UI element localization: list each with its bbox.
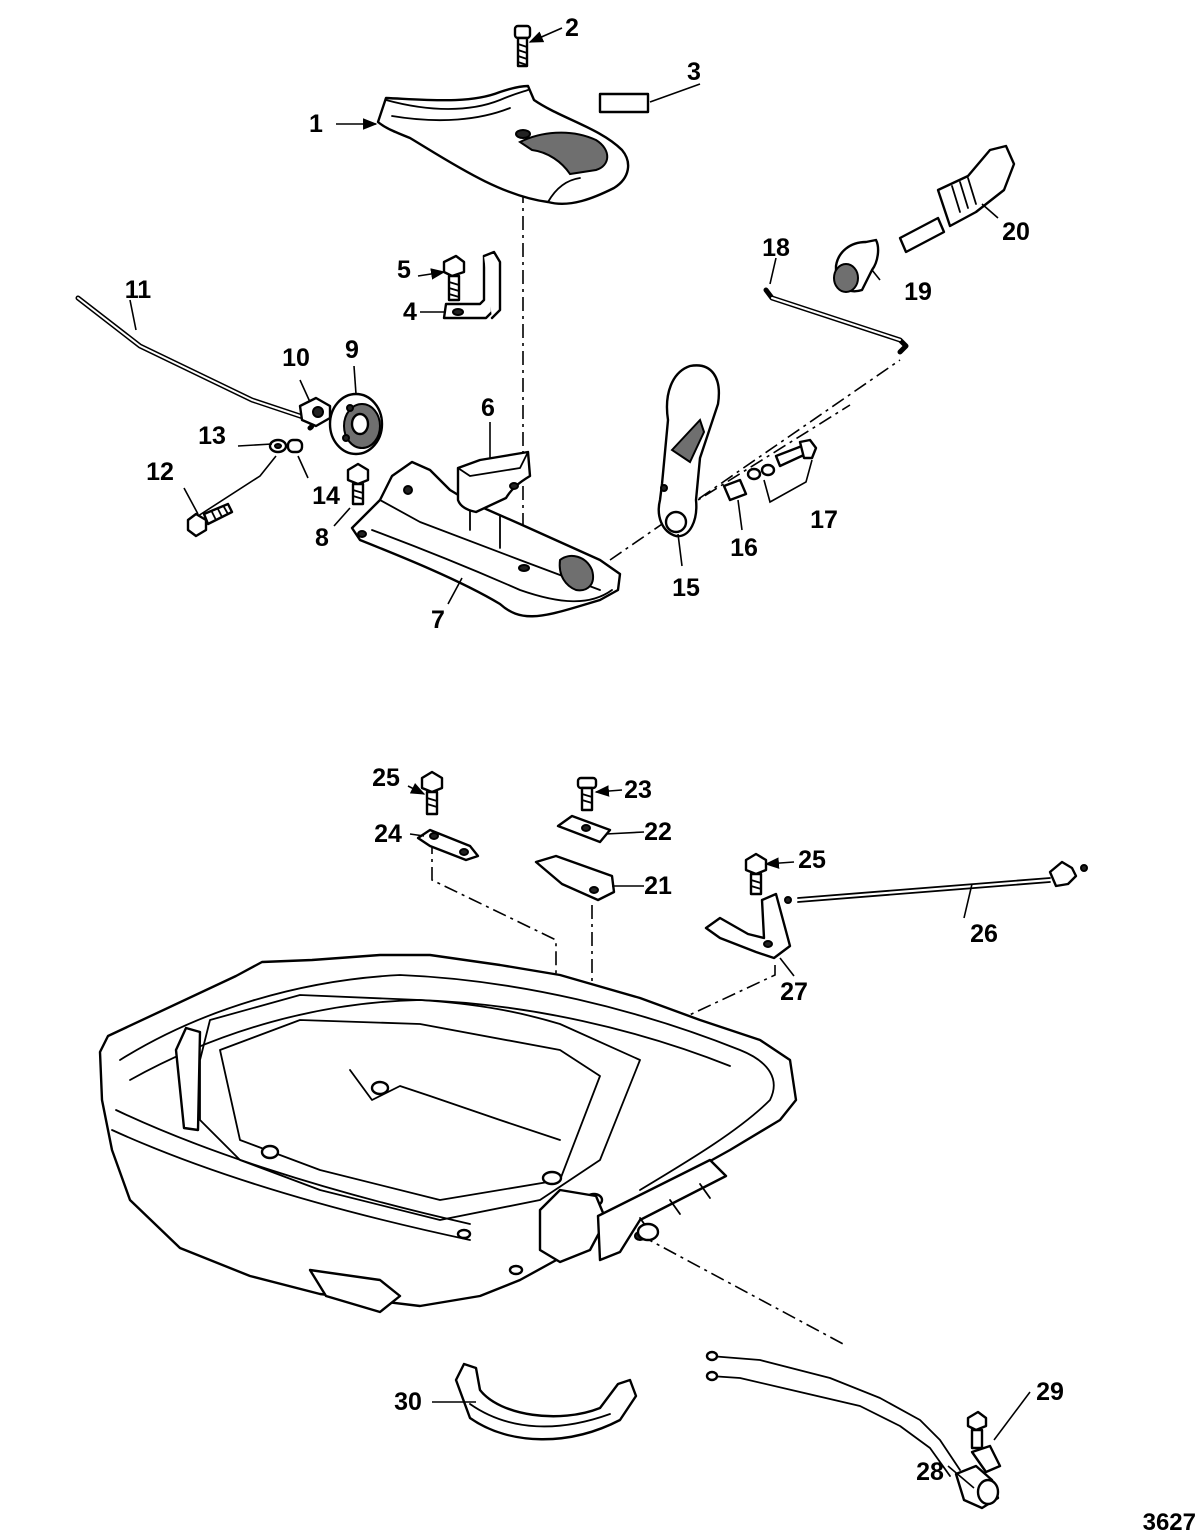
- callout-1: 1: [309, 110, 323, 138]
- part-3-decal: [598, 92, 650, 114]
- figure-number: 3627: [1143, 1509, 1196, 1536]
- callout-25-upper: 25: [372, 764, 400, 792]
- callout-27: 27: [780, 978, 808, 1006]
- callout-2: 2: [565, 14, 579, 42]
- part-23-screw: [576, 776, 598, 812]
- part-15-lever: [657, 364, 721, 538]
- callout-8: 8: [315, 524, 329, 552]
- part-16-bushing: [722, 478, 748, 502]
- callout-25-lower: 25: [798, 846, 826, 874]
- callout-5: 5: [397, 256, 411, 284]
- leader-lines: [129, 27, 1031, 1489]
- callout-3: 3: [687, 58, 701, 86]
- callout-18: 18: [762, 234, 790, 262]
- part-12-screw: [186, 502, 234, 538]
- callout-28: 28: [916, 1458, 944, 1486]
- part-5-screw: [442, 254, 466, 302]
- part-30-lower-cowl: [98, 953, 798, 1314]
- callout-22: 22: [644, 818, 672, 846]
- callout-10: 10: [282, 344, 310, 372]
- part-22-plate: [556, 814, 612, 844]
- callout-26: 26: [970, 920, 998, 948]
- part-13-washer: [268, 438, 288, 454]
- part-27-bracket: [704, 892, 792, 960]
- part-18-rod: [763, 287, 909, 355]
- part-9-cam: [328, 392, 384, 456]
- part-4-bracket: [442, 250, 502, 320]
- part-14-bushing: [286, 438, 304, 454]
- callout-15: 15: [672, 574, 700, 602]
- part-20-shaft: [898, 144, 1016, 254]
- callout-21: 21: [644, 872, 672, 900]
- part-6-block: [456, 450, 532, 514]
- callouts: 1 2 3 4 5 6 7 8 9 10 11 12 13 14 15 16 1…: [125, 14, 1064, 1486]
- part-8-screw: [346, 462, 370, 506]
- alignment-lines: [431, 135, 901, 1346]
- callout-23: 23: [624, 776, 652, 804]
- callout-11: 11: [125, 276, 152, 304]
- callout-30: 30: [394, 1388, 422, 1416]
- part-19-cap: [833, 238, 880, 293]
- callout-29: 29: [1036, 1378, 1064, 1406]
- part-2-screw: [513, 24, 532, 68]
- part-25a-screw: [420, 770, 444, 816]
- callout-12: 12: [146, 458, 174, 486]
- callout-9: 9: [345, 336, 359, 364]
- callout-24: 24: [374, 820, 402, 848]
- part-11-rod: [75, 295, 315, 431]
- part-1-cover: [376, 84, 630, 206]
- callout-16: 16: [730, 534, 758, 562]
- callout-13: 13: [198, 422, 226, 450]
- part-10-link: [298, 396, 332, 428]
- part-17-screw: [746, 438, 818, 481]
- part-24-plate: [416, 828, 480, 862]
- part-26-cable: [784, 860, 1088, 904]
- part-29-clip: [966, 1410, 1002, 1474]
- callout-17: 17: [810, 506, 838, 534]
- callout-6: 6: [481, 394, 495, 422]
- part-28-switch: [705, 1350, 1000, 1510]
- callout-4: 4: [403, 298, 417, 326]
- part-21-bracket: [534, 854, 616, 902]
- callout-19: 19: [904, 278, 932, 306]
- callout-20: 20: [1002, 218, 1030, 246]
- part-30-strap: [454, 1362, 638, 1441]
- callout-7: 7: [431, 606, 445, 634]
- part-25b-screw: [744, 852, 768, 896]
- callout-14: 14: [312, 482, 340, 510]
